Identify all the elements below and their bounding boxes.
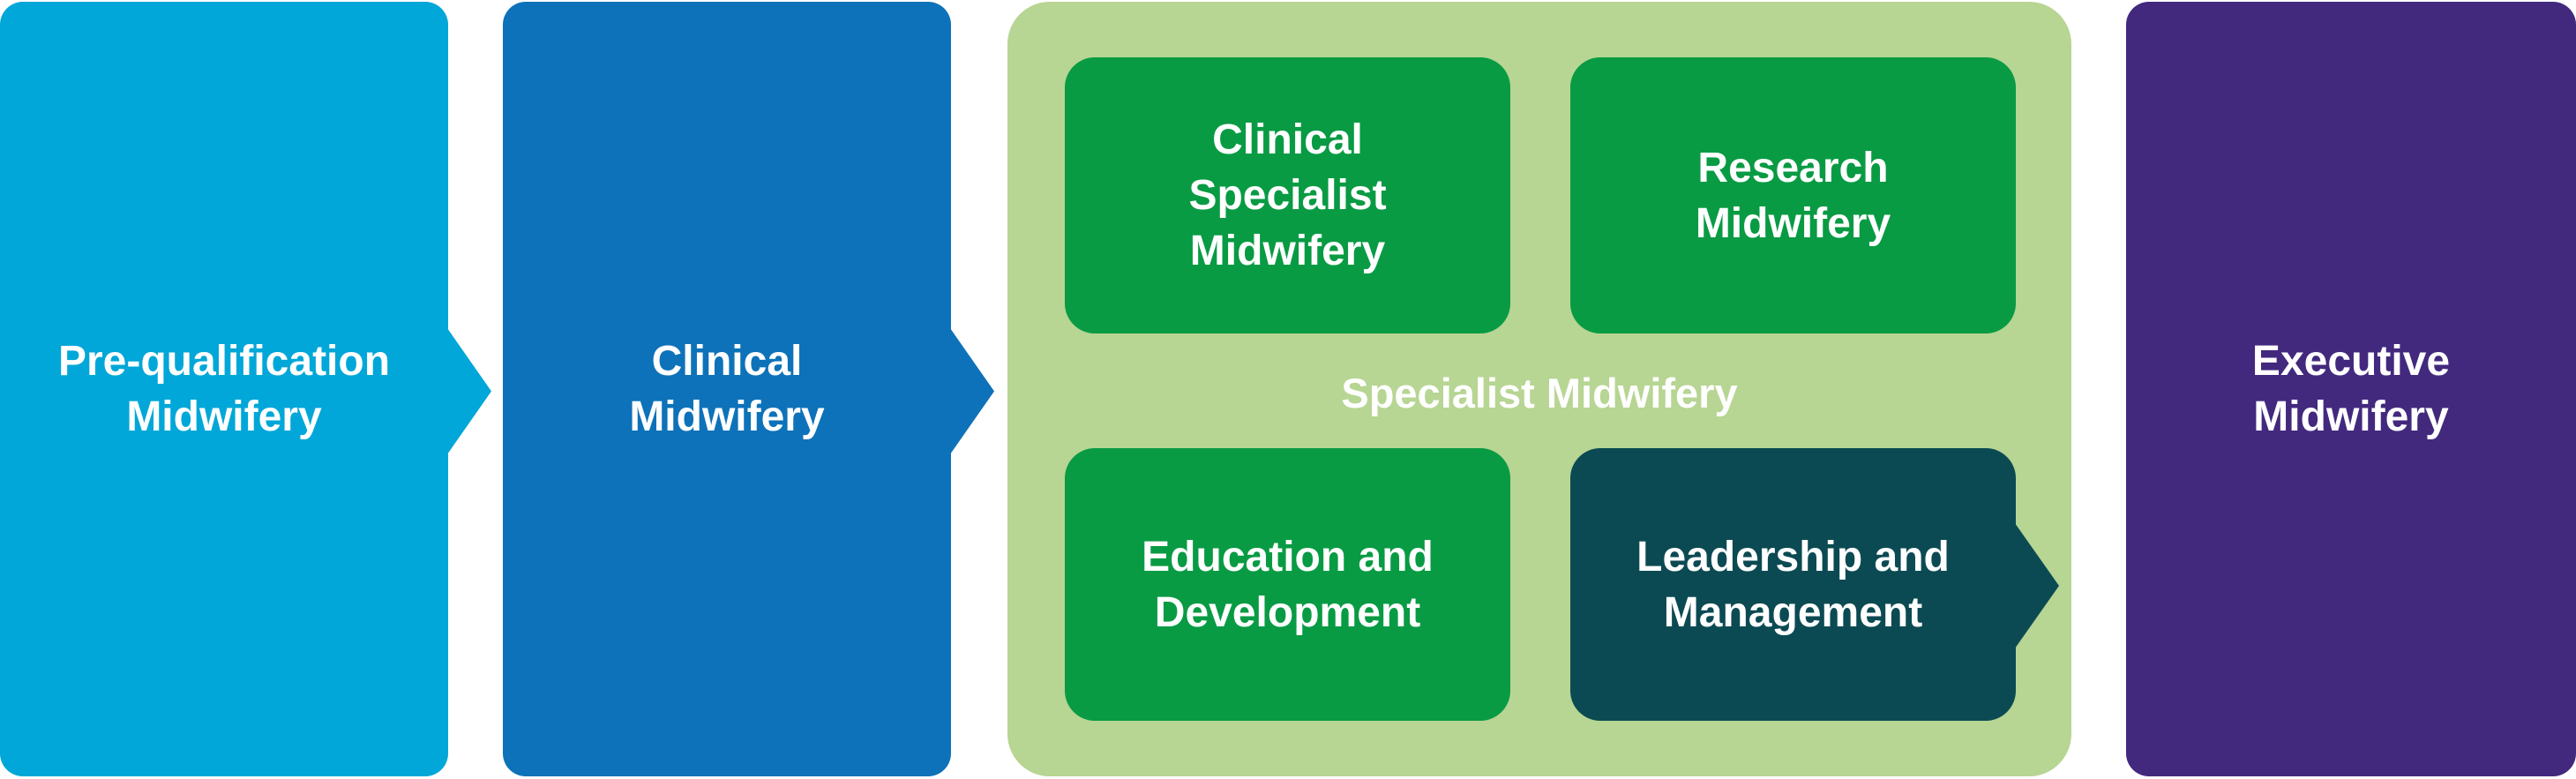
stage-clinical-label: Clinical Midwifery — [629, 338, 825, 440]
sub-stage-education-label: Education and Development — [1142, 533, 1434, 636]
sub-stage-research-label: Research Midwifery — [1695, 144, 1891, 247]
stage-executive-label: Executive Midwifery — [2251, 338, 2451, 440]
flow-arrow-icon — [2015, 523, 2059, 648]
flow-arrow-icon — [447, 328, 491, 454]
stage-pre-qualification-midwifery: Pre-qualification Midwifery — [0, 2, 448, 776]
sub-stage-leadership-and-management: Leadership and Management — [1570, 448, 2016, 721]
sub-stage-research-midwifery: Research Midwifery — [1570, 57, 2016, 333]
stage-clinical-midwifery: Clinical Midwifery — [503, 2, 951, 776]
sub-stage-clinical-specialist-label: Clinical Specialist Midwifery — [1188, 116, 1387, 274]
stage-pre-qualification-label: Pre-qualification Midwifery — [57, 338, 391, 440]
specialist-midwifery-group: Clinical Specialist Midwifery Research M… — [1007, 2, 2071, 776]
stage-executive-midwifery: Executive Midwifery — [2126, 2, 2576, 776]
sub-stage-education-and-development: Education and Development — [1065, 448, 1510, 721]
flow-arrow-icon — [950, 328, 994, 454]
sub-stage-leadership-label: Leadership and Management — [1636, 533, 1950, 636]
sub-stage-clinical-specialist-midwifery: Clinical Specialist Midwifery — [1065, 57, 1510, 333]
specialist-midwifery-group-label: Specialist Midwifery — [1341, 369, 1738, 416]
